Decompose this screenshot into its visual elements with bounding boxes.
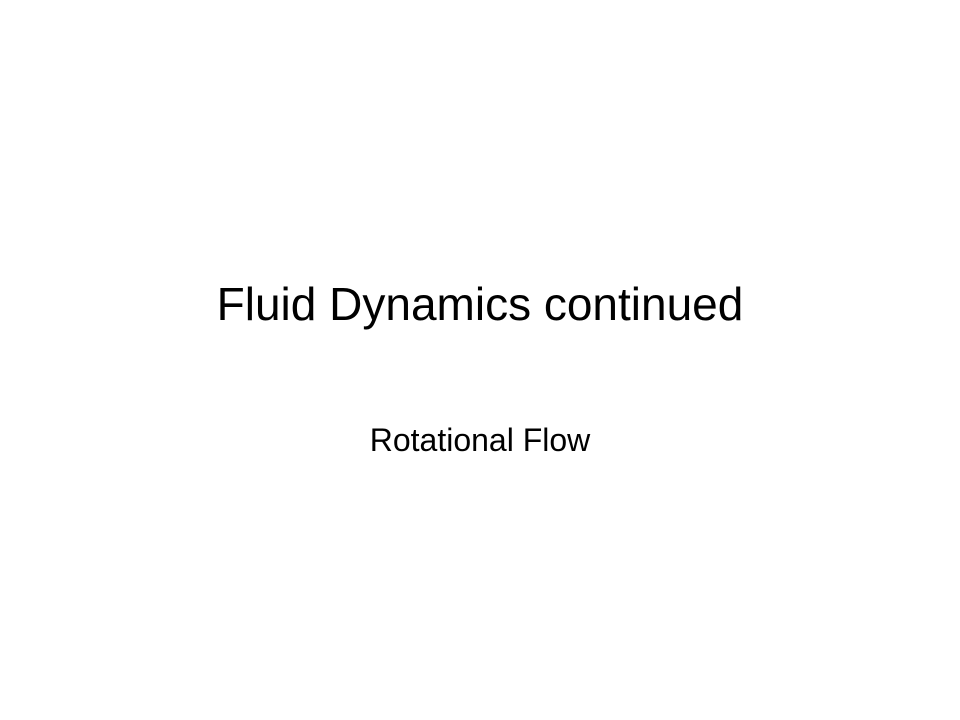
slide-subtitle: Rotational Flow — [369, 422, 591, 458]
slide-title: Fluid Dynamics continued — [216, 278, 744, 330]
